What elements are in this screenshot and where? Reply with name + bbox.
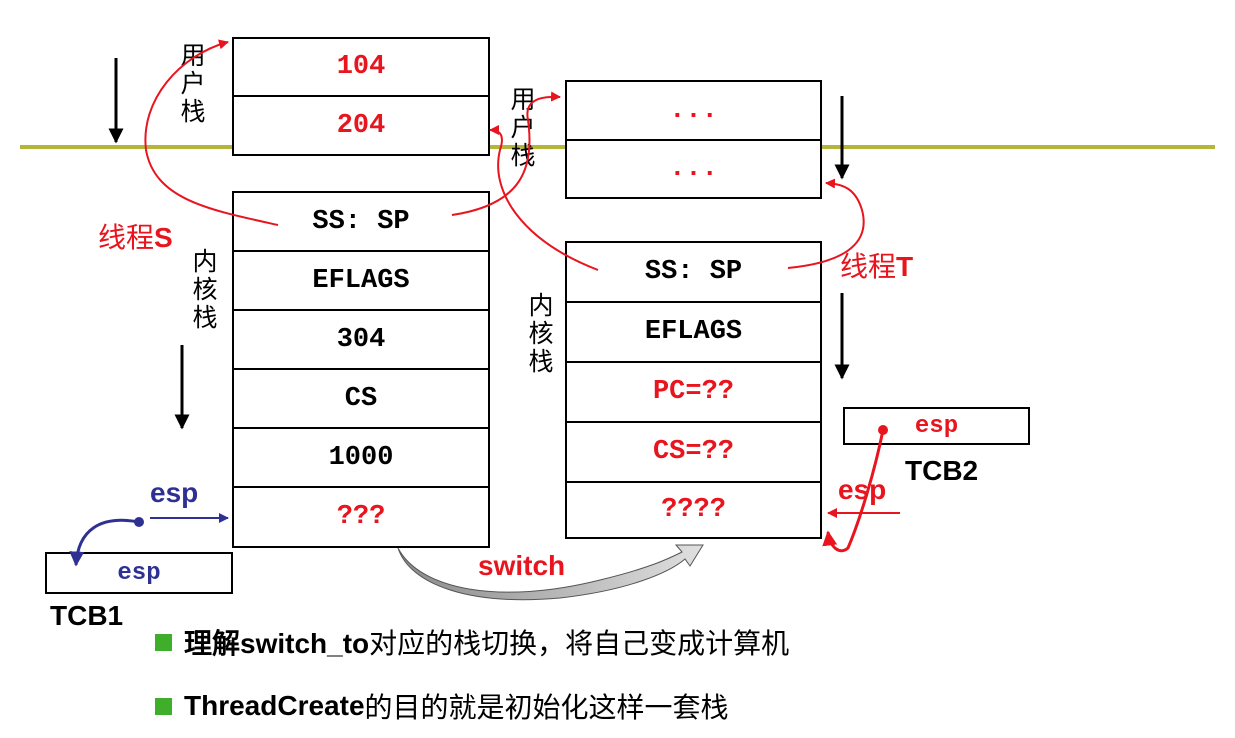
esp-left-to-tcb1-arrow [69, 518, 140, 567]
bullet-2-bold: ThreadCreate [184, 690, 365, 721]
bullet-square-icon [155, 633, 172, 651]
left-kernel-cell-0: SS: SP [232, 191, 490, 252]
bullet-square-icon [155, 697, 172, 715]
left-kernel-cell-1: EFLAGS [232, 250, 490, 311]
bullet-1-text: 对应的栈切换，将自己变成计算机 [369, 627, 790, 660]
esp-pointer-label-right: esp [838, 474, 887, 505]
bullet-2-text: 的目的就是初始化这样一套栈 [364, 691, 729, 724]
right-user-stack-cell-1: ... [565, 139, 822, 199]
left-kernel-cell-5: ??? [232, 486, 490, 548]
switch-arrow-icon [397, 544, 704, 601]
tcb2-label: TCB2 [905, 455, 979, 486]
right-sp-arrow-to-left-user-stack [489, 125, 599, 271]
thread-s-label: 线程S [98, 221, 173, 254]
switch-label: switch [478, 550, 565, 581]
tcb2-esp-field: esp [843, 407, 1030, 445]
left-kernel-cell-4: 1000 [232, 427, 490, 488]
left-kernel-cell-2: 304 [232, 309, 490, 370]
right-kernel-stack-label: 内核栈 [528, 291, 554, 376]
thread-t-arrow-to-user-stack [787, 178, 865, 269]
left-user-stack-cell-0: 104 [232, 37, 490, 97]
left-user-stack-cell-1: 204 [232, 95, 490, 156]
left-kernel-stack-label: 内核栈 [192, 247, 218, 332]
right-kernel-cell-4: ???? [565, 481, 822, 539]
right-kernel-cell-3: CS=?? [565, 421, 822, 483]
right-user-stack-label: 用户栈 [510, 85, 536, 170]
right-kernel-cell-2: PC=?? [565, 361, 822, 423]
right-kernel-cell-1: EFLAGS [565, 301, 822, 363]
thread-t-label: 线程T [840, 250, 914, 283]
esp-pointer-label-left: esp [150, 477, 199, 508]
thread-s-arrow-to-user-stack [144, 39, 279, 226]
left-kernel-cell-3: CS [232, 368, 490, 429]
tcb2-to-stack-arrow [822, 429, 885, 553]
tcb1-esp-field: esp [45, 552, 233, 594]
tcb1-label: TCB1 [50, 600, 124, 631]
bullet-1-bold: 理解switch_to [184, 628, 370, 659]
left-sp-arrow-to-right-user-stack [451, 91, 561, 216]
